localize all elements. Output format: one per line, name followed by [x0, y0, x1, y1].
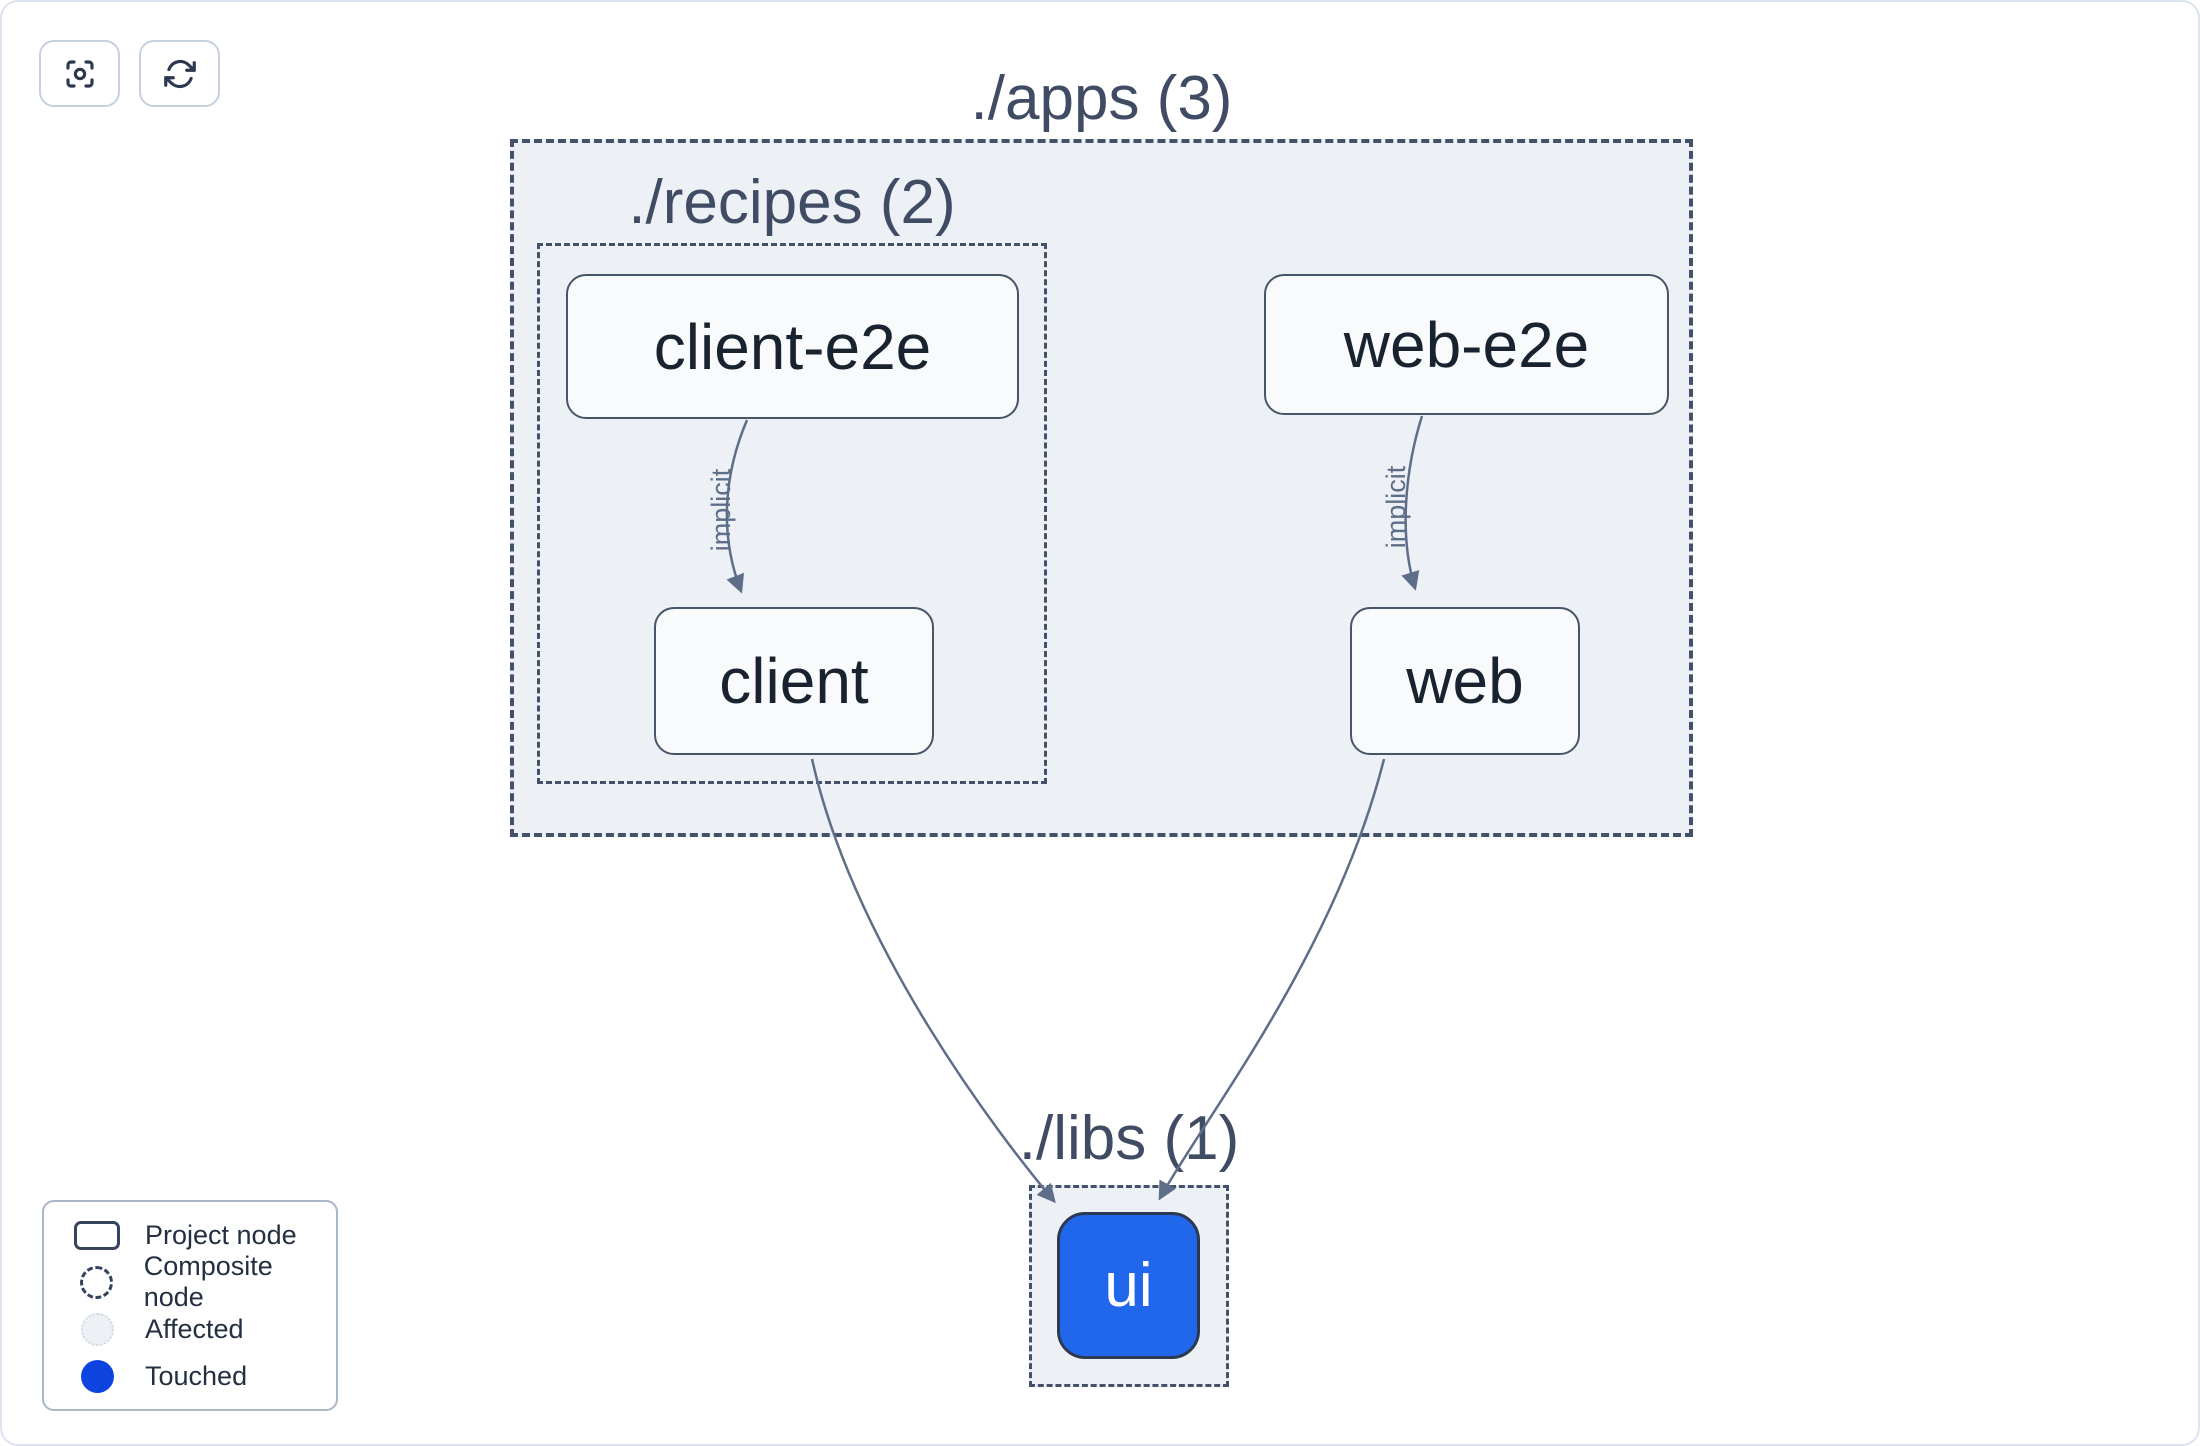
focus-icon: [65, 59, 94, 88]
node-client-e2e[interactable]: client-e2e: [566, 274, 1019, 419]
refresh-icon: [163, 59, 196, 88]
node-label-web: web: [1406, 645, 1524, 717]
legend-label: Affected: [145, 1313, 244, 1344]
edge-label-implicit-web: implicit: [1381, 465, 1411, 549]
project-node-icon: [74, 1220, 120, 1250]
node-label-web-e2e: web-e2e: [1343, 308, 1590, 381]
legend-label: Touched: [145, 1360, 248, 1391]
refresh-graph-button[interactable]: [139, 40, 220, 107]
group-title-recipes: ./recipes (2): [628, 168, 956, 237]
node-label-client-e2e: client-e2e: [653, 310, 932, 383]
node-label-ui: ui: [1104, 1251, 1153, 1320]
node-client[interactable]: client: [654, 607, 934, 755]
edge-label-implicit-client: implicit: [706, 468, 736, 552]
legend-label: Project node: [145, 1219, 297, 1250]
legend-item-composite-node: Composite node: [44, 1251, 336, 1312]
legend-label: Composite node: [143, 1251, 273, 1312]
composite-node-icon: [79, 1265, 113, 1299]
legend-item-touched: Touched: [44, 1353, 336, 1400]
node-label-client: client: [719, 645, 869, 717]
node-web[interactable]: web: [1350, 607, 1580, 755]
node-ui-touched[interactable]: ui: [1057, 1212, 1200, 1359]
center-graph-button[interactable]: [39, 40, 120, 107]
touched-icon: [80, 1359, 114, 1393]
legend-item-project-node: Project node: [44, 1212, 336, 1259]
node-web-e2e[interactable]: web-e2e: [1264, 274, 1669, 415]
legend-item-affected: Affected: [44, 1306, 336, 1353]
legend-panel: Project node Composite node Affected Tou…: [42, 1200, 338, 1411]
group-title-apps: ./apps (3): [970, 64, 1233, 133]
group-title-libs: ./libs (1): [1018, 1104, 1240, 1173]
group-box-recipes: [537, 243, 1047, 784]
affected-icon: [80, 1312, 114, 1346]
